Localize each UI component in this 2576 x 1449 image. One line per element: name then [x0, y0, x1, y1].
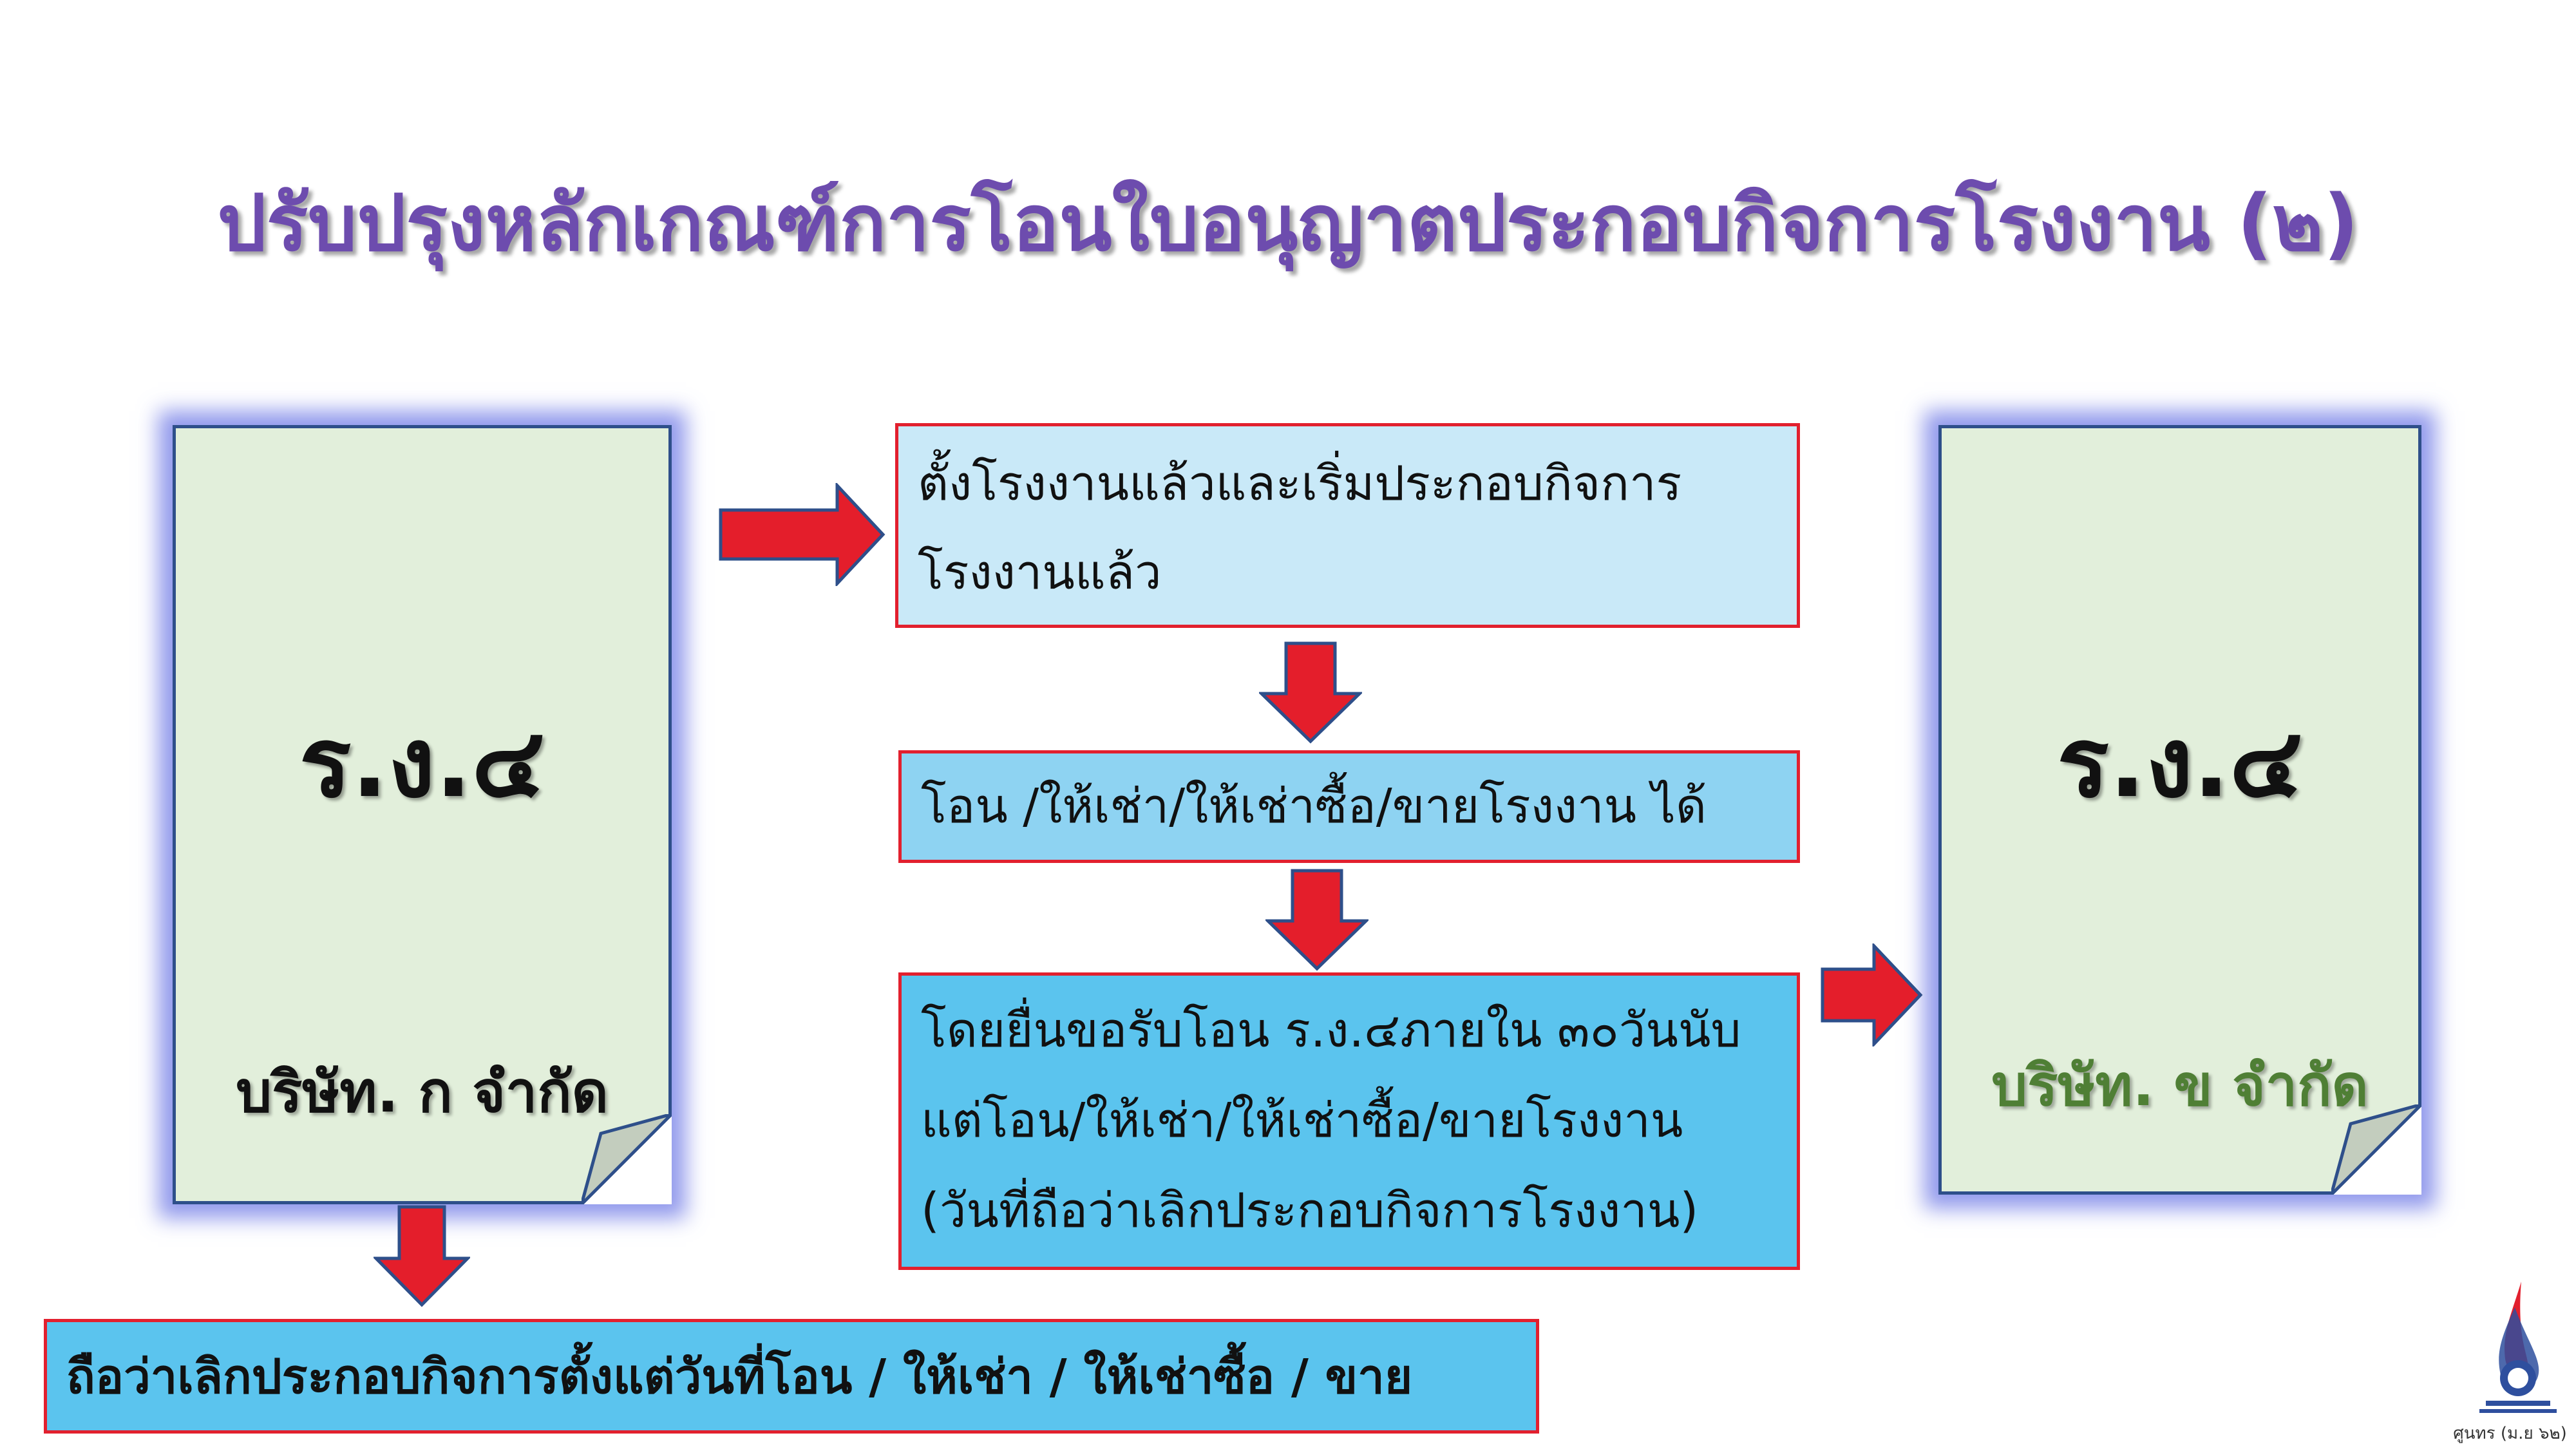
bottom-note-box: ถือว่าเลิกประกอบกิจการตั้งแต่วันที่โอน /… [44, 1319, 1539, 1434]
arrow-down-to-step2 [1259, 641, 1362, 744]
arrow-right-to-right-document [1821, 943, 1923, 1046]
left-document-company: บริษัท. ก จำกัด [236, 1059, 609, 1125]
footer-credit: ศูนทร (ม.ย ๖๒) [2453, 1424, 2567, 1443]
step1-line2: โรงงานแล้ว [918, 545, 1162, 600]
right-document-fold [2331, 1104, 2421, 1195]
right-document-code: ร.ง.๔ [2057, 707, 2303, 819]
arrow-down-to-bottom-note [374, 1205, 470, 1307]
step3-line3: (วันที่ถือว่าเลิกประกอบกิจการโรงงาน) [921, 1183, 1699, 1238]
step1-line1: ตั้งโรงงานแล้วและเริ่มประกอบกิจการ [918, 456, 1682, 511]
step3-line1: โดยยื่นขอรับโอน ร.ง.๔ภายใน ๓๐วันนับ [921, 1003, 1741, 1058]
department-of-industrial-works-logo-icon [2479, 1282, 2557, 1413]
step3-line2: แต่โอน/ให้เช่า/ให้เช่าซื้อ/ขายโรงงาน [921, 1093, 1683, 1148]
step1-box: ตั้งโรงงานแล้วและเริ่มประกอบกิจการ โรงงา… [895, 423, 1800, 628]
right-document-card: ร.ง.๔ บริษัท. ข จำกัด [1938, 425, 2421, 1195]
arrow-down-to-step3 [1265, 869, 1368, 971]
step2-line1: โอน /ให้เช่า/ให้เช่าซื้อ/ขายโรงงาน ได้ [921, 779, 1707, 834]
step2-box: โอน /ให้เช่า/ให้เช่าซื้อ/ขายโรงงาน ได้ [898, 750, 1800, 863]
left-document-fold [582, 1114, 672, 1204]
slide-title: ปรับปรุงหลักเกณฑ์การโอนใบอนุญาตประกอบกิจ… [217, 179, 2359, 269]
step3-box: โดยยื่นขอรับโอน ร.ง.๔ภายใน ๓๐วันนับ แต่โ… [898, 972, 1800, 1270]
arrow-right-to-step1 [719, 483, 886, 586]
bottom-note-text: ถือว่าเลิกประกอบกิจการตั้งแต่วันที่โอน /… [66, 1349, 1413, 1405]
left-document-card: ร.ง.๔ บริษัท. ก จำกัด [173, 425, 672, 1204]
right-document-company: บริษัท. ข จำกัด [1991, 1052, 2369, 1119]
left-document-code: ร.ง.๔ [299, 707, 545, 819]
